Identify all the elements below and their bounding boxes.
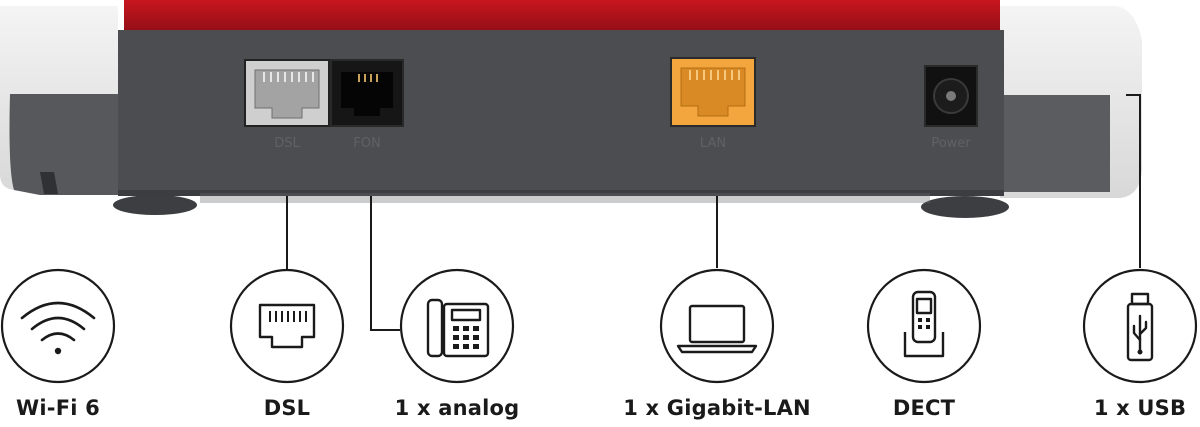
power-socket [924,65,978,127]
power-socket-label: Power [931,136,971,151]
wifi-icon [20,301,96,355]
router-rear: DSL FON LAN Power [0,0,1142,218]
dsl-port-label: DSL [274,136,300,151]
router-top-red [124,0,1000,34]
lan-port [670,57,756,127]
feature-label-analog: 1 x analog [394,396,520,420]
callout-line-analog [370,196,400,331]
lan-port-label: LAN [700,136,726,151]
router-right-cap-shadow [1000,95,1110,192]
router-left-foot-notch [40,172,58,194]
fon-port [330,59,404,127]
laptop-icon [676,304,758,354]
feature-circle-lan [659,268,775,384]
router-floor-shadow [200,193,930,203]
feature-label-usb: 1 x USB [1093,396,1187,420]
router-bottom-edge [118,190,1004,196]
ethernet-port-icon [258,303,316,349]
router-foot-left [113,195,197,215]
feature-label-dect: DECT [892,396,956,420]
feature-label-lan: 1 x Gigabit-LAN [623,396,811,420]
feature-label-wifi: Wi-Fi 6 [16,396,100,420]
cordless-phone-icon [903,290,945,358]
feature-circle-wifi [0,268,116,384]
dsl-port [244,59,330,127]
callout-lines [286,94,1141,331]
feature-circle-dsl [229,268,345,384]
fon-port-label: FON [353,136,380,151]
feature-label-dsl: DSL [263,396,311,420]
usb-stick-icon [1126,292,1154,362]
callout-line-usb [1126,94,1141,268]
router-foot-right [921,196,1009,218]
router-left-cap-shadow [9,94,118,195]
feature-circle-dect [866,268,982,384]
desk-phone-icon [426,298,490,358]
